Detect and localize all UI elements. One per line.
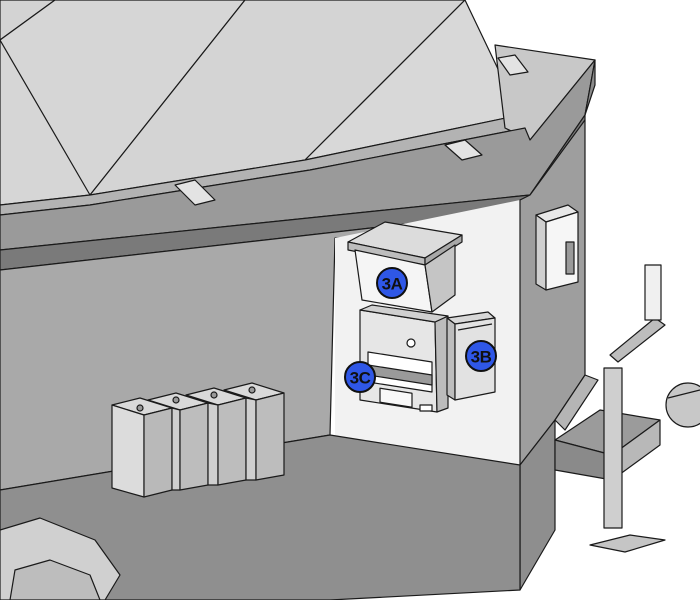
controller-display [379,387,413,408]
panel-bracket [174,179,216,206]
hitch-ball [665,382,700,428]
callout-3b-badge [465,340,497,372]
battery-1 [111,397,173,498]
callout-3a-badge [376,267,408,299]
callout-3c-label: 3C [350,369,371,388]
callout-3c-badge [344,361,376,393]
disconnect-box [535,204,579,291]
trailer-roof [0,44,596,271]
battery-bank [111,382,285,498]
callout-3a-label: 3A [382,275,403,294]
battery-2 [147,392,209,491]
controller-knob [406,338,416,348]
callout-3a: 3A [376,267,408,299]
ground-debris [0,517,121,600]
panel-bracket [444,139,483,161]
callout-3b: 3B [465,340,497,372]
tongue-jack [589,264,666,553]
inverter-unit [347,221,463,313]
charge-controller [359,304,449,413]
battery-4 [223,382,285,481]
callout-3b-label: 3B [471,348,492,367]
callout-3c: 3C [344,361,376,393]
panel-bracket [497,54,529,76]
solar-panel-array [0,0,526,216]
